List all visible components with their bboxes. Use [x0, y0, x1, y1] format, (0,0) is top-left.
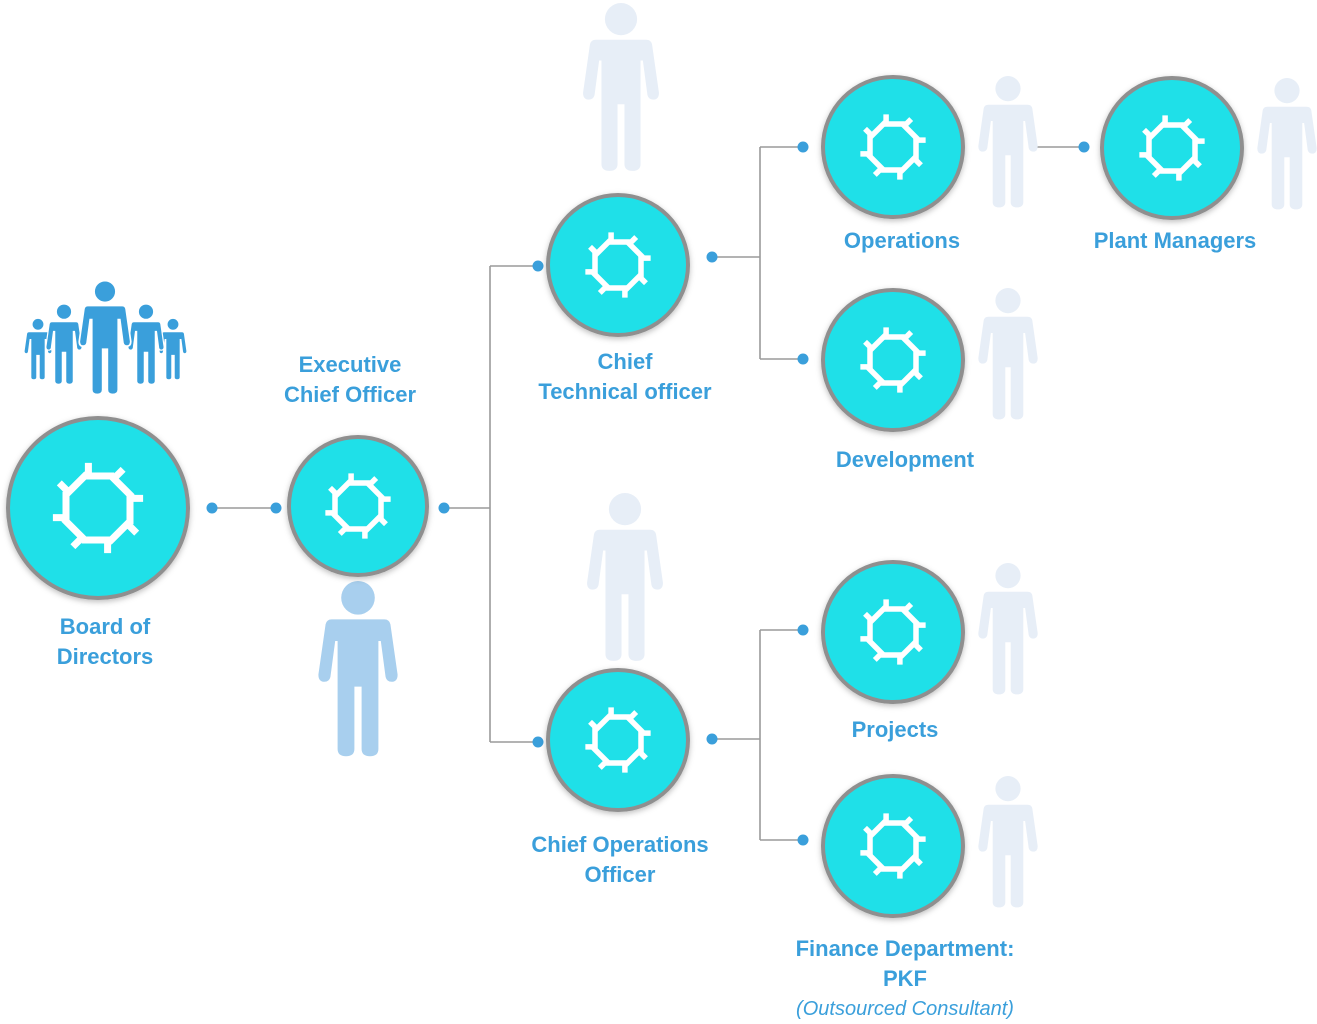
- person-icon-operations: [978, 76, 1038, 208]
- label-board: Board of Directors: [56, 614, 154, 669]
- connector-lines: [206, 141, 1090, 846]
- node-fill: [291, 439, 425, 573]
- person-icon-ceo: [318, 581, 398, 757]
- node-finance: [821, 774, 965, 918]
- connector-dot: [1078, 141, 1090, 153]
- node-plant-managers: [1100, 76, 1244, 220]
- connector-dot: [797, 141, 809, 153]
- connector-dot: [438, 502, 450, 514]
- connector-dot: [270, 502, 282, 514]
- person-icon-cto: [583, 3, 659, 171]
- node-fill: [550, 672, 686, 808]
- label-finance-note: (Outsourced Consultant): [796, 998, 1014, 1020]
- connector-dot: [206, 502, 218, 514]
- connector-dot: [797, 834, 809, 846]
- node-development: [821, 288, 965, 432]
- node-cto: [546, 193, 690, 337]
- group-member-icon: [127, 303, 165, 385]
- connector-dot: [706, 733, 718, 745]
- connector-dot: [532, 736, 544, 748]
- label-coo: Chief Operations Officer: [531, 832, 709, 887]
- label-cto: Chief Technical officer: [538, 349, 712, 404]
- label-plant-managers: Plant Managers: [1093, 228, 1257, 253]
- node-fill: [10, 420, 186, 596]
- person-icon-development: [978, 288, 1038, 420]
- label-finance: Finance Department: PKF (Outsourced Cons…: [755, 934, 1055, 1024]
- connector-dot: [797, 624, 809, 636]
- node-board: [6, 416, 190, 600]
- label-ceo: Executive Chief Officer: [283, 352, 417, 407]
- node-coo: [546, 668, 690, 812]
- person-icon-coo: [587, 493, 663, 661]
- node-operations: [821, 75, 965, 219]
- node-projects: [821, 560, 965, 704]
- connector-dot: [532, 260, 544, 272]
- group-member-icon: [45, 303, 83, 385]
- node-ceo: [287, 435, 429, 577]
- node-fill: [825, 79, 961, 215]
- node-fill: [825, 778, 961, 914]
- person-icon-finance: [978, 776, 1038, 908]
- connector-dot: [797, 353, 809, 365]
- label-projects: Projects: [851, 717, 939, 742]
- node-fill: [1104, 80, 1240, 216]
- node-fill: [825, 564, 961, 700]
- node-fill: [825, 292, 961, 428]
- connector-dot: [706, 251, 718, 263]
- label-operations: Operations: [843, 228, 961, 253]
- person-icon-projects: [978, 563, 1038, 695]
- group-of-people-icon: [23, 279, 188, 396]
- person-icon-plant-managers: [1257, 78, 1317, 210]
- group-member-icon: [78, 279, 132, 396]
- node-fill: [550, 197, 686, 333]
- label-development: Development: [835, 447, 975, 472]
- node-circles: [6, 75, 1244, 918]
